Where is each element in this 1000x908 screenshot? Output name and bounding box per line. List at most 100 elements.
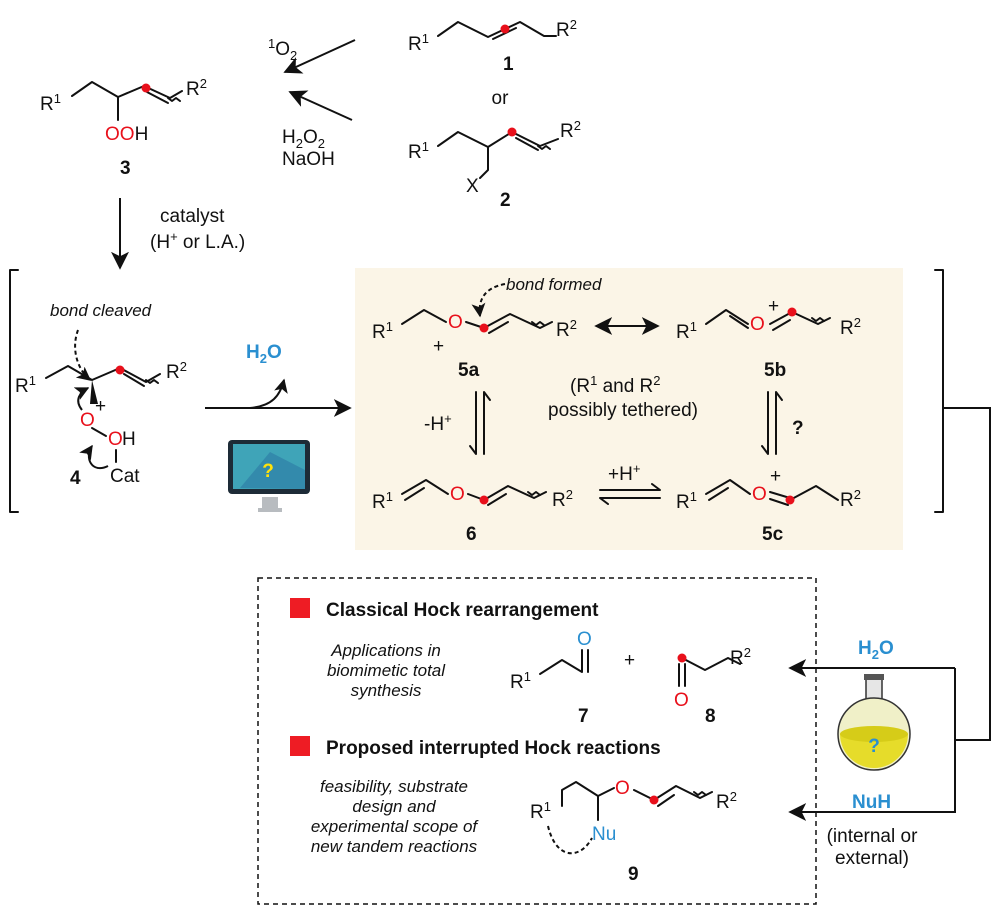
applications-line1: Applications in bbox=[330, 641, 441, 660]
compound-4-label: 4 bbox=[70, 468, 81, 489]
svg-text:+: + bbox=[433, 336, 444, 357]
svg-text:R2: R2 bbox=[716, 789, 737, 813]
internal-line2: external) bbox=[835, 848, 909, 869]
svg-text:O: O bbox=[615, 778, 630, 799]
compound-4: bond cleaved R1 R2 O + O H Cat 4 bbox=[15, 301, 187, 489]
svg-text:?: ? bbox=[262, 461, 274, 482]
svg-text:R1: R1 bbox=[530, 799, 551, 823]
left-bracket bbox=[9, 269, 19, 513]
classical-bullet bbox=[290, 598, 310, 618]
water-loss-arrow bbox=[249, 378, 288, 409]
acid-label: (H+ or L.A.) bbox=[150, 229, 245, 253]
h2o2-reagent: H2O2 bbox=[282, 127, 325, 151]
compound-9: R1 O R2 Nu 9 bbox=[530, 778, 737, 885]
svg-text:R2: R2 bbox=[840, 315, 861, 339]
compound-1-label: 1 bbox=[503, 54, 514, 75]
or-label: or bbox=[492, 88, 510, 109]
proposed-bullet bbox=[290, 736, 310, 756]
svg-text:R2: R2 bbox=[552, 487, 573, 511]
arrow-nuh bbox=[788, 668, 956, 821]
intermediates-panel bbox=[355, 268, 903, 550]
outcomes-box bbox=[257, 577, 817, 905]
water-label: H2O bbox=[858, 638, 894, 662]
compound-8: O R2 8 bbox=[674, 645, 751, 727]
svg-text:O: O bbox=[752, 484, 767, 505]
svg-text:H: H bbox=[122, 429, 136, 450]
plus-sign: + bbox=[624, 650, 635, 671]
equilibrium-5a-6: -H+ bbox=[424, 391, 491, 455]
arrow-peroxide bbox=[288, 90, 353, 121]
svg-text:-H+: -H+ bbox=[424, 411, 452, 435]
svg-text:R1: R1 bbox=[676, 489, 697, 513]
svg-text:R2: R2 bbox=[730, 645, 751, 669]
svg-text:OOH: OOH bbox=[105, 124, 148, 145]
compound-6: R1 O R2 6 bbox=[372, 479, 573, 545]
svg-text:R1: R1 bbox=[372, 319, 393, 343]
applications-line2: biomimetic total bbox=[327, 661, 446, 680]
naoh-reagent: NaOH bbox=[282, 149, 335, 170]
compound-5b: R1 O + R2 5b bbox=[676, 296, 861, 381]
compound-8-label: 8 bbox=[705, 706, 716, 727]
svg-text:O: O bbox=[450, 484, 465, 505]
compound-2-label: 2 bbox=[500, 190, 511, 211]
internal-line1: (internal or bbox=[827, 826, 918, 847]
svg-text:R2: R2 bbox=[556, 317, 577, 341]
singlet-oxygen-reagent: 1O2 bbox=[268, 36, 297, 63]
equilibrium-5b-5c: ? bbox=[761, 391, 804, 455]
compound-7: R1 O 7 bbox=[510, 629, 592, 727]
svg-text:?: ? bbox=[792, 418, 804, 439]
svg-text:O: O bbox=[448, 312, 463, 333]
svg-text:R2: R2 bbox=[560, 118, 581, 142]
compound-6-label: 6 bbox=[466, 524, 477, 545]
svg-text:R1: R1 bbox=[15, 373, 36, 397]
compound-9-label: 9 bbox=[628, 864, 639, 885]
svg-text:+: + bbox=[95, 396, 106, 417]
compound-7-label: 7 bbox=[578, 706, 589, 727]
svg-text:+: + bbox=[768, 296, 779, 317]
compound-5c: R1 O + R2 5c bbox=[676, 466, 861, 545]
applications-line3: synthesis bbox=[351, 681, 422, 700]
tethered-note-line1: (R1 and R2 bbox=[570, 373, 661, 397]
svg-text:O: O bbox=[577, 629, 592, 650]
water-loss-label: H2O bbox=[246, 342, 282, 366]
compound-2: R1 R2 X 2 bbox=[408, 118, 581, 211]
monitor-icon: ? bbox=[228, 440, 310, 512]
bond-formed-note: bond formed bbox=[506, 275, 602, 294]
compound-5c-label: 5c bbox=[762, 524, 784, 545]
right-bracket bbox=[934, 269, 944, 513]
classical-title: Classical Hock rearrangement bbox=[326, 600, 599, 621]
arrow-singlet-oxygen bbox=[283, 39, 356, 74]
svg-text:O: O bbox=[108, 429, 123, 450]
compound-5b-label: 5b bbox=[764, 360, 786, 381]
feasibility-line3: experimental scope of bbox=[311, 817, 480, 836]
svg-text:R2: R2 bbox=[840, 487, 861, 511]
svg-text:R2: R2 bbox=[166, 359, 187, 383]
svg-text:O: O bbox=[80, 410, 95, 431]
svg-text:X: X bbox=[466, 176, 479, 197]
flask-icon: ? bbox=[837, 674, 911, 771]
feasibility-line1: feasibility, substrate bbox=[320, 777, 468, 796]
compound-3: R1 R2 OOH 3 bbox=[40, 76, 207, 179]
svg-text:R1: R1 bbox=[372, 489, 393, 513]
svg-text:R1: R1 bbox=[510, 669, 531, 693]
svg-text:R2: R2 bbox=[186, 76, 207, 100]
catalyst-label: catalyst bbox=[160, 206, 225, 227]
equilibrium-6-5c: +H+ bbox=[599, 461, 661, 505]
proposed-title: Proposed interrupted Hock reactions bbox=[326, 738, 661, 759]
compound-3-label: 3 bbox=[120, 158, 131, 179]
connector-line bbox=[943, 407, 991, 741]
feasibility-line2: design and bbox=[352, 797, 436, 816]
compound-1: R1 R2 1 bbox=[408, 17, 577, 75]
svg-text:R1: R1 bbox=[408, 31, 429, 55]
svg-text:O: O bbox=[674, 690, 689, 711]
compound-5a-label: 5a bbox=[458, 360, 480, 381]
svg-text:O: O bbox=[750, 314, 765, 335]
svg-text:R1: R1 bbox=[676, 319, 697, 343]
svg-text:?: ? bbox=[868, 736, 880, 757]
tethered-note-line2: possibly tethered) bbox=[548, 400, 698, 421]
compound-5a: R1 O + R2 bond formed 5a bbox=[372, 275, 602, 381]
svg-text:R1: R1 bbox=[40, 91, 61, 115]
svg-text:+: + bbox=[770, 466, 781, 487]
svg-text:Nu: Nu bbox=[592, 824, 616, 845]
